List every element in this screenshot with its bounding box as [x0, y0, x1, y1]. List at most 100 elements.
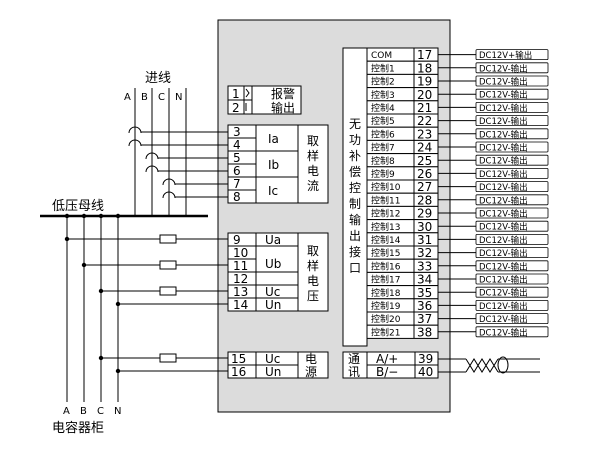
control-output-label: DC12V-输出 — [479, 248, 528, 259]
control-row-number: 25 — [417, 154, 432, 168]
control-title-char: 无 — [349, 117, 361, 131]
control-row-name: 控制12 — [371, 208, 400, 220]
comm-title: 讯 — [348, 365, 360, 379]
control-output-label: DC12V-输出 — [479, 222, 528, 233]
control-row-number: 19 — [417, 75, 432, 89]
alarm-title: 报警 — [271, 86, 295, 101]
control-output-label: DC12V-输出 — [479, 327, 528, 338]
control-output-label: DC12V-输出 — [479, 235, 528, 246]
current-title: 流 — [307, 179, 319, 193]
control-row-number: 34 — [417, 273, 432, 287]
control-output-label: DC12V-输出 — [479, 116, 528, 127]
control-title-char: 偿 — [349, 164, 361, 179]
control-row-number: 38 — [417, 325, 432, 339]
control-output-tag — [475, 115, 549, 126]
terminal-number: 5 — [233, 151, 241, 165]
control-row-number: 22 — [417, 114, 432, 128]
voltage-title: 取 — [307, 244, 319, 258]
control-row-number: 32 — [417, 246, 432, 260]
terminal-name: Un — [265, 365, 281, 379]
control-row-name: 控制21 — [371, 326, 400, 338]
fuse-power — [159, 353, 177, 363]
control-output-label: DC12V-输出 — [479, 261, 528, 272]
voltage-title: 压 — [307, 289, 319, 303]
phase-labels-bottom: A B C N — [63, 406, 121, 417]
control-output-label: DC12V-输出 — [479, 90, 528, 101]
control-output-tag — [475, 194, 549, 206]
control-output-tag — [475, 49, 549, 60]
control-row-name: 控制10 — [371, 181, 401, 193]
control-output-label: DC12V-输出 — [479, 182, 528, 193]
alarm-title: 输出 — [271, 100, 295, 115]
control-output-tag — [475, 326, 549, 338]
wiring — [40, 88, 228, 402]
control-output-tag — [475, 62, 549, 74]
control-row-name: COM — [371, 51, 392, 61]
voltage-sampling-block: 9 10 11 12 13 14 Ua Ub Uc Un 取 样 电 压 — [227, 232, 329, 312]
control-output-label: DC12V-输出 — [479, 103, 528, 114]
control-output-label: DC12V-输出 — [479, 77, 528, 88]
control-row-name: 控制5 — [371, 115, 395, 127]
control-title-char: 功 — [349, 133, 361, 147]
control-output-tag — [475, 247, 549, 259]
fuse-ub — [159, 260, 177, 270]
terminal-number: 15 — [231, 352, 246, 366]
control-output-label: DC12V-输出 — [479, 156, 528, 167]
terminal-number: 12 — [233, 272, 248, 286]
phase-label: N — [114, 406, 121, 417]
control-row-name: 控制16 — [371, 260, 401, 272]
control-output-tag — [475, 233, 549, 245]
control-output-label: DC12V-输出 — [479, 288, 528, 299]
junction-dots — [64, 213, 121, 374]
control-output-tag — [475, 167, 549, 179]
busbar-label: 低压母线 — [52, 199, 104, 214]
control-output-tag — [475, 128, 549, 140]
control-row-number: 33 — [417, 259, 432, 273]
terminal-number: 10 — [233, 246, 248, 260]
terminal-name: Ib — [268, 158, 279, 172]
control-output-tag — [475, 88, 549, 100]
phase-label: C — [97, 406, 104, 417]
control-row-number: 18 — [417, 61, 432, 75]
control-title-char: 补 — [349, 149, 361, 163]
control-row-name: 控制4 — [371, 102, 395, 114]
control-output-tag — [475, 102, 549, 113]
control-row-name: 控制14 — [371, 234, 401, 246]
control-row-name: 控制18 — [371, 287, 401, 299]
phase-label: B — [80, 406, 87, 417]
control-row-name: 控制15 — [371, 247, 400, 259]
control-row-number: 24 — [417, 141, 432, 155]
control-row-name: 控制17 — [371, 274, 400, 286]
terminal-number: 7 — [233, 177, 241, 191]
control-output-label: DC12V-输出 — [479, 209, 528, 220]
terminal-name: Un — [265, 298, 281, 312]
control-row-number: 21 — [417, 101, 432, 115]
terminal-number: 6 — [233, 164, 241, 178]
alarm-block: 1 2 报警 输出 — [227, 85, 302, 115]
control-row-number: 27 — [417, 180, 432, 194]
control-row-name: 控制20 — [371, 313, 401, 325]
control-row-name: 控制6 — [371, 128, 395, 140]
control-output-label: DC12V-输出 — [479, 143, 528, 154]
control-row-name: 控制7 — [371, 142, 395, 154]
control-output-label: DC12V-输出 — [479, 129, 528, 140]
fuse-ua — [159, 234, 177, 244]
phase-label: N — [175, 92, 182, 103]
control-row-number: 23 — [417, 127, 432, 141]
terminal-name: Uc — [265, 352, 280, 366]
phase-labels-top: A B C N — [124, 92, 182, 103]
control-title-char: 输 — [349, 212, 361, 227]
control-output-tag — [475, 181, 549, 193]
control-row-number: 29 — [417, 207, 432, 221]
control-output-tag — [475, 75, 549, 87]
control-row-name: 控制2 — [371, 76, 395, 88]
control-title-char: 制 — [349, 197, 361, 211]
terminal-name: A/+ — [376, 352, 398, 366]
terminal-name: B/− — [376, 365, 398, 379]
control-output-tag — [475, 299, 549, 311]
control-row-name: 控制9 — [371, 168, 395, 180]
voltage-title: 电 — [307, 274, 319, 288]
control-row-number: 30 — [417, 220, 432, 234]
